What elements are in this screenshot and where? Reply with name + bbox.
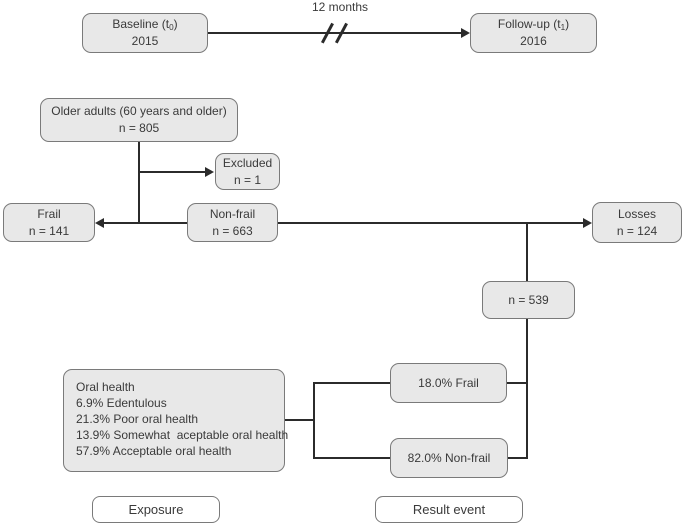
losses-arrowhead: [583, 218, 592, 228]
result-non-frail-box: 82.0% Non-frail: [390, 438, 508, 478]
followup-box: Follow-up (t1) 2016: [470, 13, 597, 53]
analyzed-box: n = 539: [482, 281, 575, 319]
exposure-label: Exposure: [92, 496, 220, 523]
exposure-label-text: Exposure: [128, 502, 184, 517]
bracket-connector: [313, 382, 315, 459]
frail-connector: [104, 222, 187, 224]
followup-title: Follow-up (t1): [497, 16, 570, 32]
excluded-count: n = 1: [233, 172, 262, 187]
oral-health-title: Oral health: [76, 380, 135, 394]
excluded-box: Excluded n = 1: [215, 153, 280, 190]
result-frail-label: 18.0% Frail: [418, 375, 479, 390]
oral-health-poor: 21.3% Poor oral health: [76, 412, 199, 426]
older-adults-box: Older adults (60 years and older) n = 80…: [40, 98, 238, 142]
frail-title: Frail: [37, 206, 61, 221]
duration-label: 12 months: [311, 0, 369, 14]
result-non-frail-right-connector: [508, 457, 528, 459]
baseline-box: Baseline (t0) 2015: [82, 13, 208, 53]
oral-health-box: Oral health 6.9% Edentulous 21.3% Poor o…: [63, 369, 289, 472]
oral-health-edentulous: 6.9% Edentulous: [76, 396, 167, 410]
oral-health-somewhat-acceptable: 13.9% Somewhat aceptable oral health: [76, 428, 289, 442]
oral-health-acceptable: 57.9% Acceptable oral health: [76, 444, 232, 458]
losses-title: Losses: [617, 206, 657, 221]
excluded-arrowhead: [205, 167, 214, 177]
frail-box: Frail n = 141: [3, 203, 95, 242]
result-frail-left-connector: [313, 382, 390, 384]
oral-health-connector: [285, 419, 313, 421]
excluded-connector: [138, 171, 206, 173]
baseline-year: 2015: [131, 34, 159, 49]
followup-year: 2016: [520, 34, 547, 49]
analyzed-count: n = 539: [508, 292, 549, 307]
analyzed-down-connector: [526, 319, 528, 459]
older-adults-down-connector: [138, 142, 140, 224]
non-frail-count: n = 663: [212, 223, 253, 238]
baseline-title: Baseline (t0): [112, 16, 178, 32]
result-event-label-text: Result event: [412, 502, 486, 517]
frail-count: n = 141: [28, 223, 70, 238]
losses-box: Losses n = 124: [592, 202, 682, 243]
result-frail-right-connector: [507, 382, 528, 384]
non-frail-box: Non-frail n = 663: [187, 203, 278, 242]
analyzed-branch-connector: [526, 222, 528, 281]
excluded-title: Excluded: [222, 155, 273, 170]
timeline-connector: [208, 32, 462, 34]
result-non-frail-label: 82.0% Non-frail: [407, 450, 491, 465]
losses-connector: [278, 222, 584, 224]
frail-arrowhead: [95, 218, 104, 228]
losses-count: n = 124: [616, 223, 658, 238]
result-frail-box: 18.0% Frail: [390, 363, 507, 403]
result-event-label: Result event: [375, 496, 523, 523]
older-adults-title: Older adults (60 years and older): [51, 104, 227, 119]
older-adults-count: n = 805: [118, 121, 160, 135]
timeline-arrowhead: [461, 28, 470, 38]
result-non-frail-left-connector: [313, 457, 390, 459]
non-frail-title: Non-frail: [209, 206, 256, 221]
